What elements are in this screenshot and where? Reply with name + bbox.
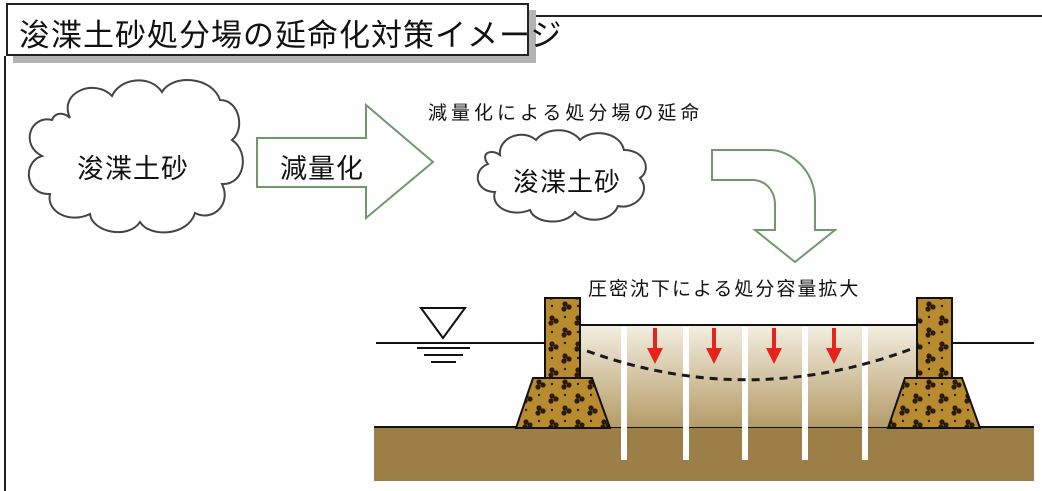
cloud-icon (476, 129, 647, 223)
seabed-ground (374, 427, 1034, 481)
vertical-drains (621, 327, 868, 460)
down-arrow-icon (706, 328, 722, 364)
capacity-expansion-caption: 圧密沈下による処分容量拡大 (588, 278, 861, 300)
settlement-curve (586, 346, 915, 382)
down-arrow-icon (766, 328, 782, 364)
cloud-icon (27, 79, 244, 234)
water-level-icon (417, 307, 470, 363)
left-revetment (514, 297, 612, 429)
down-arrow-icon (826, 328, 842, 364)
right-revetment (886, 297, 982, 429)
life-extension-caption: 減量化による処分場の延命 (428, 102, 704, 124)
volume-reduction-label: 減量化 (280, 154, 364, 185)
title-box: 浚渫土砂処分場の延命化対策イメージ (6, 3, 561, 56)
sediment-label-right: 浚渫土砂 (513, 168, 622, 198)
curved-arrow-icon (711, 149, 838, 264)
down-arrow-icon (647, 328, 663, 364)
block-arrow-icon (256, 102, 435, 221)
sediment-label-left: 浚渫土砂 (77, 154, 189, 185)
page-title: 浚渫土砂処分場の延命化対策イメージ (19, 18, 563, 54)
disposal-fill (577, 325, 920, 427)
